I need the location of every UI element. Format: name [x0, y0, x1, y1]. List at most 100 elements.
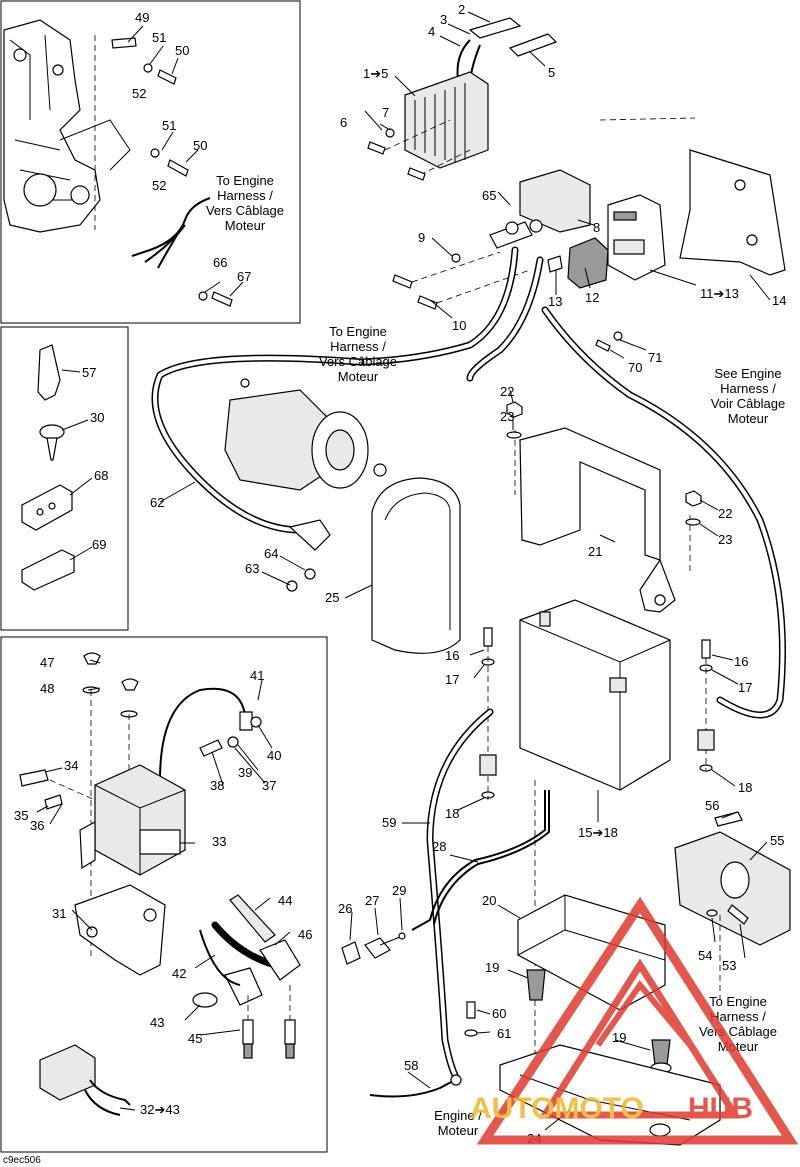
part-label-41: 41: [250, 668, 264, 683]
svg-text:AUTOMOTO: AUTOMOTO: [470, 1092, 644, 1125]
part-label-40: 40: [267, 748, 281, 763]
caption-line: Moteur: [728, 411, 769, 426]
part-label-10: 10: [452, 318, 466, 333]
part-label-55: 55: [770, 833, 784, 848]
part-label-51a: 51: [152, 30, 166, 45]
part-label-59: 59: [382, 815, 396, 830]
part-label-51b: 51: [162, 118, 176, 133]
part-label-39: 39: [238, 765, 252, 780]
part-label-26: 26: [338, 901, 352, 916]
part-label-56: 56: [705, 798, 719, 813]
screw-60-61-drawing: [464, 1001, 478, 1037]
part-label-12: 12: [585, 290, 599, 305]
caption-line: Voir Câblage: [711, 396, 785, 411]
part-label-19a: 19: [485, 960, 499, 975]
part-label-45: 45: [188, 1031, 202, 1046]
part-label-21: 21: [588, 544, 602, 559]
coil-44-46-drawing: [199, 894, 301, 1006]
part-label-38: 38: [210, 778, 224, 793]
part-label-28: 28: [432, 839, 446, 854]
part-label-65: 65: [482, 188, 496, 203]
caption-line: See Engine: [714, 366, 781, 381]
screws-70-71-drawing: [595, 331, 623, 352]
part-label-34: 34: [64, 758, 78, 773]
part-label-18b: 18: [738, 780, 752, 795]
part-label-18a: 18: [445, 806, 459, 821]
solenoid-assembly-32-43-drawing: [39, 1044, 131, 1116]
part-label-69: 69: [92, 537, 106, 552]
svg-text:HUB: HUB: [688, 1092, 753, 1125]
connector-12-drawing: [547, 237, 609, 289]
bolts-6-7-drawing: [367, 119, 471, 181]
clamp-43-drawing: [192, 992, 218, 1008]
part-label-11to13: 11➔13: [700, 286, 739, 301]
part-label-61: 61: [497, 1026, 511, 1041]
part-label-49: 49: [135, 10, 149, 25]
mounting-bracket-14-drawing: [599, 117, 786, 276]
caption-engine-moteur: Engine /Moteur: [434, 1108, 482, 1138]
caption-line: Harness /: [710, 1009, 766, 1024]
part-label-31: 31: [52, 906, 66, 921]
bracket-49-drawing: [94, 35, 189, 230]
part-label-13: 13: [548, 294, 562, 309]
part-label-68: 68: [94, 468, 108, 483]
part-label-22b: 22: [718, 506, 732, 521]
part-label-1to5: 1➔5: [363, 66, 388, 81]
leader-lines: [36, 11, 771, 1131]
ground-wire-58-drawing: [369, 1074, 462, 1098]
part-label-46: 46: [298, 927, 312, 942]
part-label-5: 5: [548, 65, 555, 80]
part-label-30: 30: [90, 410, 104, 425]
solenoid-33-drawing: [79, 764, 186, 876]
caption-line: Vers Câblage: [699, 1024, 777, 1039]
part-label-48: 48: [40, 681, 54, 696]
cable-28-drawing: [411, 790, 550, 931]
part-label-70: 70: [628, 360, 642, 375]
part-label-54: 54: [698, 948, 712, 963]
part-label-52b: 52: [152, 178, 166, 193]
starter-cable-62-drawing: [151, 354, 364, 534]
caption-line: Vers Câblage: [319, 354, 397, 369]
caption-line: Moteur: [338, 369, 379, 384]
part-label-44: 44: [278, 893, 292, 908]
part-label-47: 47: [40, 655, 54, 670]
part-label-35: 35: [14, 808, 28, 823]
stud-26-29-drawing: [341, 932, 406, 965]
caption-line: To Engine: [329, 324, 387, 339]
part-label-43: 43: [150, 1015, 164, 1030]
part-label-63: 63: [245, 561, 259, 576]
part-label-23a: 23: [500, 409, 514, 424]
part-label-22a: 22: [500, 384, 514, 399]
nuts-22-23-drawing: [506, 401, 702, 526]
clip-68-drawing: [21, 484, 73, 531]
part-label-53: 53: [722, 958, 736, 973]
inset-fasteners-panel: [0, 326, 129, 631]
part-label-33: 33: [212, 834, 226, 849]
inset-engine-panel: [0, 0, 301, 324]
engine-block-drawing: [3, 19, 131, 233]
part-label-20: 20: [482, 893, 496, 908]
part-label-58: 58: [404, 1058, 418, 1073]
caption-line: Engine /: [434, 1108, 482, 1123]
terminals-34-36-drawing: [19, 769, 96, 810]
caption-line: Moteur: [225, 218, 266, 233]
part-label-2: 2: [458, 2, 465, 17]
cable-tie-57-drawing: [37, 344, 61, 401]
part-label-37: 37: [262, 778, 276, 793]
figure-code: c9ec506: [3, 1155, 41, 1166]
part-label-3: 3: [440, 12, 447, 27]
caption-line: Harness /: [720, 381, 776, 396]
clip-69-drawing: [21, 549, 75, 591]
wire-41-drawing: [159, 687, 262, 781]
part-label-6: 6: [340, 115, 347, 130]
caption-line: Vers Câblage: [206, 203, 284, 218]
part-label-9: 9: [418, 230, 425, 245]
terminal-block-8-drawing: [489, 169, 591, 249]
cover-25-drawing: [371, 477, 461, 654]
part-label-8: 8: [593, 220, 600, 235]
part-label-19b: 19: [612, 1030, 626, 1045]
part-label-25: 25: [325, 590, 339, 605]
caption-line: Harness /: [217, 188, 273, 203]
